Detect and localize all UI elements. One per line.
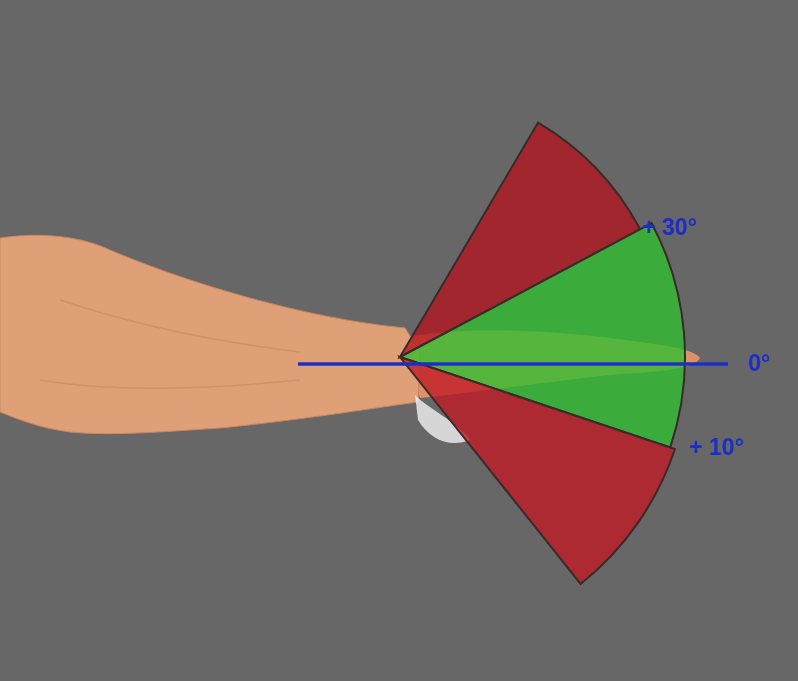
muscle-line: [60, 300, 300, 352]
muscle-line: [40, 380, 300, 388]
excess-flexion-sector: [400, 357, 675, 584]
angle-label: + 10°: [689, 436, 744, 459]
range-sectors: [400, 123, 685, 584]
angle-label: + 30°: [642, 216, 697, 239]
neutral-axis: [298, 362, 728, 366]
forearm: [0, 235, 420, 433]
angle-label: 0°: [748, 352, 770, 375]
